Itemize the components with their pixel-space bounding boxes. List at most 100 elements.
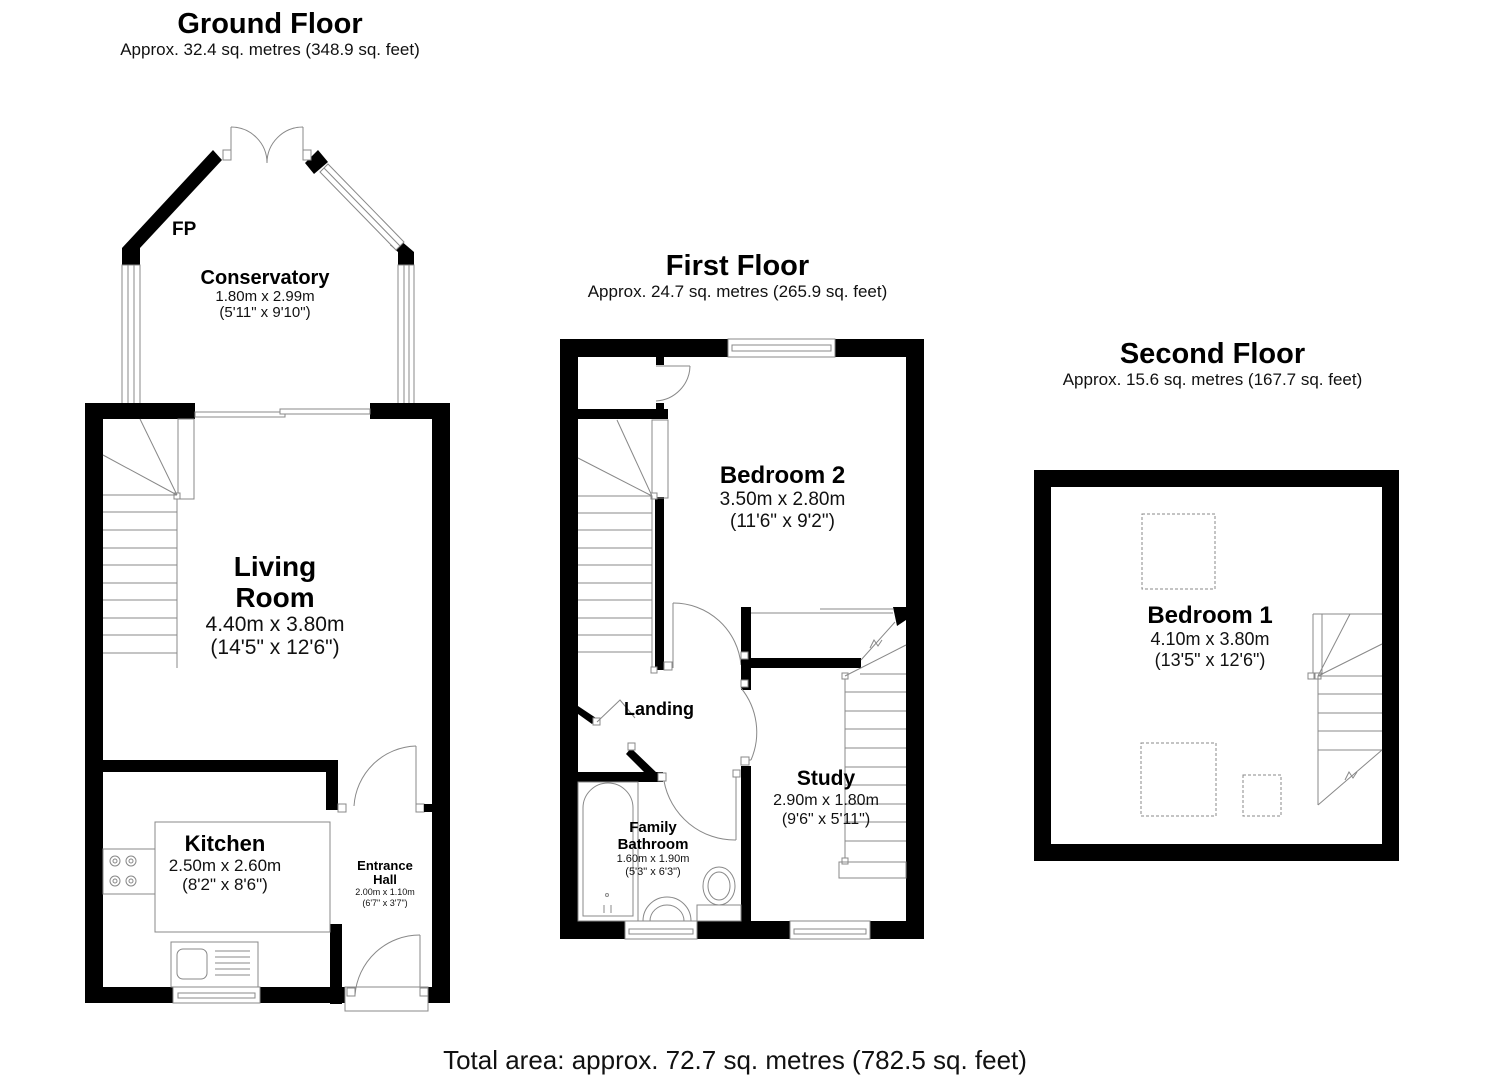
first-wall-bottom-right [870,921,924,939]
kitchen-wall-right-bottom [330,924,342,1004]
kitchen-metric: 2.50m x 2.60m [168,856,282,875]
conservatory-metric: 1.80m x 2.99m [215,288,315,305]
first-floor-plan [560,338,924,940]
bath [577,781,639,922]
study-metric: 2.90m x 1.80m [773,792,879,809]
bedroom2-imperial: (11'6" x 9'2") [730,511,835,532]
bedroom2-door [663,602,742,671]
entrance-hall-metric: 2.00m x 1.10m [355,887,415,897]
conservatory-name: Conservatory [200,267,330,289]
second-floor-stairs [1307,613,1383,806]
cupboard-post [656,357,664,365]
bathroom-imperial: (5'3" x 6'3") [625,866,681,878]
ground-wall-left [85,403,103,1003]
bedroom1-label: Bedroom 1 4.10m x 3.80m (13'5" x 12'6") [1120,602,1300,671]
entrance-hall-name-2: Hall [373,872,397,887]
ground-wall-top-left [85,403,195,419]
total-area: Total area: approx. 72.7 sq. metres (782… [443,1045,1027,1075]
living-room-metric: 4.40m x 3.80m [205,613,345,636]
fireplace-label: FP [172,219,197,240]
living-room-stairs [102,418,195,668]
conservatory-label: Conservatory 1.80m x 2.99m (5'11" x 9'10… [175,267,355,321]
cupboard-post-2 [656,403,664,419]
study-label: Study 2.90m x 1.80m (9'6" x 5'11") [755,767,897,829]
study-imperial: (9'6" x 5'11") [781,811,871,828]
front-door [344,934,429,1012]
ground-wall-bottom-left [85,987,173,1003]
cupboard-wall [560,409,668,419]
kitchen-sink [170,941,259,988]
landing-closet-wall-1 [578,706,596,724]
bathroom-wall-top [560,772,663,782]
living-sliding-doors [194,408,371,418]
first-floor-title: First Floor [665,250,810,282]
kitchen-window [172,986,261,1004]
bedroom2-window [727,338,836,358]
bathroom-window [624,920,698,940]
conservatory-window-right [397,264,415,406]
first-wall-left [560,339,578,939]
conservatory-imperial: (5'11" x 9'10") [219,304,311,321]
study-wall-horizontal [741,658,861,668]
bathroom-label: Family Bathroom 1.60m x 1.90m (5'3" x 6'… [598,819,708,879]
entrance-hall-name-1: Entrance [357,858,413,873]
kitchen-label: Kitchen 2.50m x 2.60m (8'2" x 8'6") [150,831,300,894]
conservatory-window-diagonal [319,163,405,251]
basin [642,896,692,922]
ground-wall-bottom-mid [260,987,345,1003]
first-floor-stairs [577,419,669,674]
study-wall-lower [741,766,751,926]
bathroom-metric: 1.60m x 1.90m [616,853,690,865]
conservatory-wall-left [122,150,222,265]
second-floor-header: Second Floor Approx. 15.6 sq. metres (16… [1040,338,1385,390]
bathroom-name-1: Family [629,819,677,836]
study-wall-vertical [741,607,751,690]
conservatory-wall-right [305,150,328,174]
first-wall-right [906,339,924,939]
entrance-hall-label: Entrance Hall 2.00m x 1.10m (6'7" x 3'7"… [342,858,428,908]
first-floor-header: First Floor Approx. 24.7 sq. metres (265… [565,250,910,302]
kitchen-name: Kitchen [184,831,266,856]
bathroom-door [663,769,741,841]
skylight-bottom-right [1242,774,1282,817]
ground-wall-right [432,403,450,1003]
living-room-name-1: Living [233,551,317,582]
entrance-hall-imperial: (6'7" x 3'7") [362,898,408,908]
ground-floor-area: Approx. 32.4 sq. metres (348.9 sq. feet) [120,40,420,59]
first-wall-bottom-mid [697,921,790,939]
skylight-bottom-left [1140,742,1217,817]
landing-closet-doors [592,699,636,751]
hall-wall-stub [424,804,434,812]
ground-wall-bottom-right [428,987,450,1003]
bathroom-name-2: Bathroom [617,836,689,853]
bedroom2-name: Bedroom 2 [719,462,846,489]
study-name: Study [796,767,856,790]
bedroom1-imperial: (13'5" x 12'6") [1154,650,1266,670]
first-floor-area: Approx. 24.7 sq. metres (265.9 sq. feet) [587,282,888,301]
ground-floor-title: Ground Floor [177,8,363,40]
ground-wall-top-right [370,403,450,419]
study-bulkhead [740,608,896,688]
bedroom1-name: Bedroom 1 [1147,602,1273,629]
skylight-top [1141,513,1216,590]
study-wall-corner [893,607,906,626]
first-wall-bottom-left [560,921,625,939]
kitchen-wall-right-top [326,760,338,810]
second-floor-area: Approx. 15.6 sq. metres (167.7 sq. feet) [1062,370,1363,389]
hall-to-living-door [337,745,425,813]
second-floor-plan [1034,470,1399,861]
study-door [740,687,758,766]
kitchen-wall-top [85,760,338,772]
bathroom-post [657,772,667,782]
living-room-imperial: (14'5" x 12'6") [210,636,340,659]
toilet [696,866,742,922]
bedroom2-metric: 3.50m x 2.80m [719,489,846,510]
kitchen-hob [102,848,156,895]
stair-wall [655,497,664,670]
conservatory-french-doors [222,126,312,164]
living-room-name-2: Room [235,582,315,613]
bedroom1-metric: 4.10m x 3.80m [1150,629,1270,649]
cupboard-door [655,365,691,402]
first-wall-top-right [835,339,924,357]
